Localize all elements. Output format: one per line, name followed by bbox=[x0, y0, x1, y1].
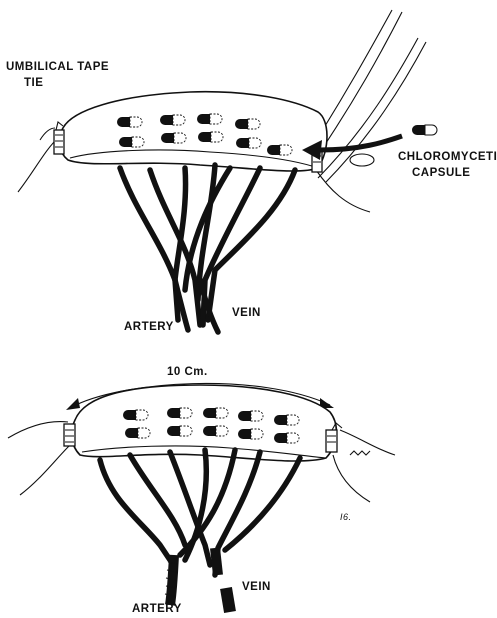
artist-mark: I6. bbox=[340, 512, 352, 522]
capsule bbox=[235, 119, 260, 129]
capsule bbox=[236, 138, 261, 148]
left-tissue-edge-top bbox=[18, 138, 58, 192]
catheter-tube-1b bbox=[318, 12, 402, 155]
left-tissue-bottom-lower bbox=[20, 445, 70, 495]
left-tissue-edge-top-upper bbox=[40, 128, 55, 140]
capsule bbox=[160, 115, 185, 125]
artery-label-top: ARTERY bbox=[124, 321, 174, 333]
capsule bbox=[125, 428, 150, 438]
right-tissue-bottom bbox=[340, 430, 395, 455]
capsule-label: CAPSULE bbox=[412, 167, 470, 179]
chloromycetin-label: CHLOROMYCETIN bbox=[398, 151, 497, 163]
vein-label-bottom: VEIN bbox=[242, 581, 271, 593]
capsule bbox=[167, 408, 192, 418]
capsule bbox=[203, 426, 228, 436]
right-tissue-edge-top bbox=[316, 170, 370, 212]
umbilical-tape-label: UMBILICAL TAPE bbox=[6, 61, 109, 73]
mesenteric-vessels-top bbox=[120, 165, 295, 332]
capsule bbox=[161, 133, 186, 143]
capsule bbox=[203, 408, 228, 418]
capsule bbox=[117, 117, 142, 127]
capsule bbox=[119, 137, 144, 147]
capsule bbox=[197, 114, 222, 124]
length-label: 10 Cm. bbox=[167, 366, 208, 378]
vein-label-top: VEIN bbox=[232, 307, 261, 319]
umbilical-tape-tie-left-bottom bbox=[64, 424, 75, 446]
artery-label-bottom: ARTERY bbox=[132, 603, 182, 615]
catheter-loop bbox=[350, 154, 374, 166]
umbilical-tape-tie-left-top bbox=[54, 122, 64, 154]
suture-zigzag bbox=[350, 451, 370, 455]
capsule bbox=[238, 411, 263, 421]
top-figure bbox=[18, 10, 437, 332]
capsule bbox=[274, 433, 299, 443]
capsule bbox=[238, 429, 263, 439]
left-tissue-bottom bbox=[8, 422, 68, 438]
loose-capsule bbox=[412, 125, 437, 135]
capsule bbox=[123, 410, 148, 420]
capsule bbox=[167, 426, 192, 436]
bowel-segment-top bbox=[60, 92, 327, 171]
right-tissue-bottom-lower bbox=[333, 455, 370, 502]
vein-bottom-trunk-lower bbox=[226, 588, 230, 612]
capsule bbox=[267, 145, 292, 155]
capsule bbox=[198, 132, 223, 142]
length-arrow-left-icon bbox=[66, 398, 80, 410]
vein-bottom-trunk-upper bbox=[215, 548, 218, 575]
capsule bbox=[274, 415, 299, 425]
tie-label: TIE bbox=[24, 77, 43, 89]
bottom-figure bbox=[8, 383, 395, 612]
